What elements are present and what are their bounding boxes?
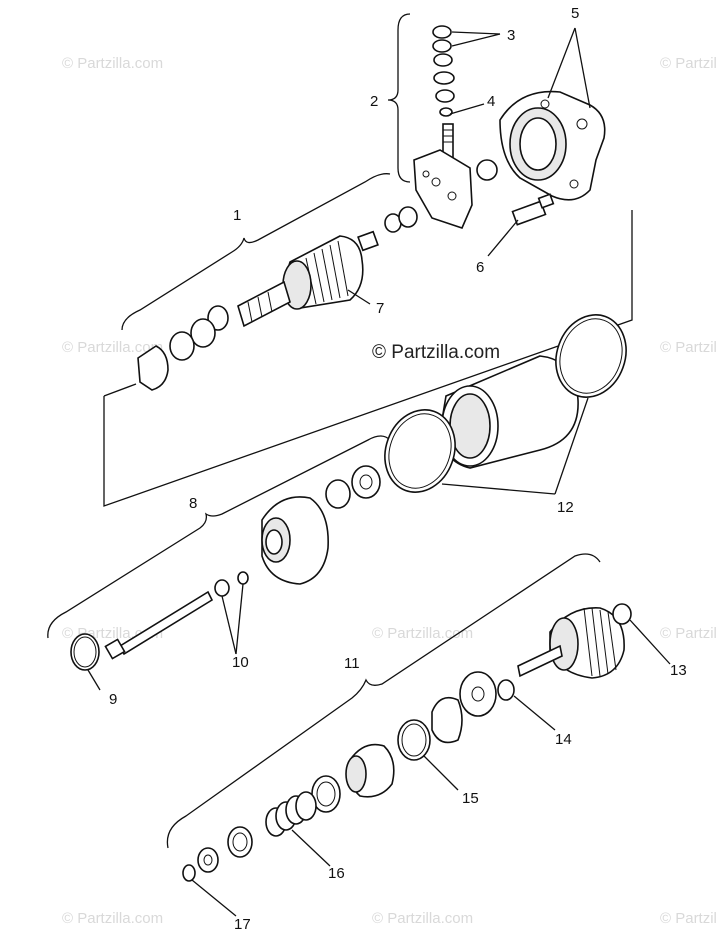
callout-15: 15 xyxy=(462,790,479,807)
clutch-parts xyxy=(311,671,497,813)
callout-7: 7 xyxy=(376,300,384,317)
watermark-text: © Partzilla.com xyxy=(660,910,717,927)
yoke xyxy=(384,314,627,493)
through-bolt xyxy=(104,571,249,660)
callout-12: 12 xyxy=(557,499,574,516)
callout-3: 3 xyxy=(507,27,515,44)
watermark-text: © Partzilla.com xyxy=(62,339,163,356)
watermark-layer: © Partzilla.com © Partzilla.com © Partzi… xyxy=(62,55,717,927)
watermark-text: © Partzilla.com xyxy=(660,55,717,72)
spring xyxy=(182,791,317,882)
callout-1: 1 xyxy=(233,207,241,224)
watermark-text: © Partzilla.com xyxy=(660,339,717,356)
callout-10: 10 xyxy=(232,654,249,671)
planetary-gear-shaft xyxy=(497,603,632,701)
watermark-center: © Partzilla.com xyxy=(372,342,500,363)
end-housing xyxy=(476,90,606,201)
watermark-text: © Partzilla.com xyxy=(660,625,717,642)
armature-washers xyxy=(384,206,418,233)
callout-16: 16 xyxy=(328,865,345,882)
group-brackets xyxy=(47,13,633,849)
watermark-text: © Partzilla.com xyxy=(372,910,473,927)
callout-2: 2 xyxy=(370,93,378,110)
armature xyxy=(237,230,379,328)
leader-lines xyxy=(87,27,671,917)
callout-9: 9 xyxy=(109,691,117,708)
watermark-text: © Partzilla.com xyxy=(62,55,163,72)
callout-14: 14 xyxy=(555,731,572,748)
callout-11: 11 xyxy=(344,655,360,672)
callout-13: 13 xyxy=(670,662,687,679)
snap-ring xyxy=(70,633,100,671)
watermark-text: © Partzilla.com xyxy=(372,625,473,642)
callout-6: 6 xyxy=(476,259,484,276)
callout-5: 5 xyxy=(571,5,579,22)
left-washers xyxy=(137,305,229,391)
callout-4: 4 xyxy=(487,93,495,110)
callout-17: 17 xyxy=(234,916,251,933)
front-housing xyxy=(261,465,381,585)
callout-labels: 1 2 3 4 5 6 7 8 9 10 11 12 13 14 15 16 1… xyxy=(109,5,687,933)
mounting-bolt xyxy=(511,193,555,226)
watermark-text: © Partzilla.com xyxy=(62,910,163,927)
callout-8: 8 xyxy=(189,495,197,512)
brush-holder-assembly xyxy=(413,25,473,229)
